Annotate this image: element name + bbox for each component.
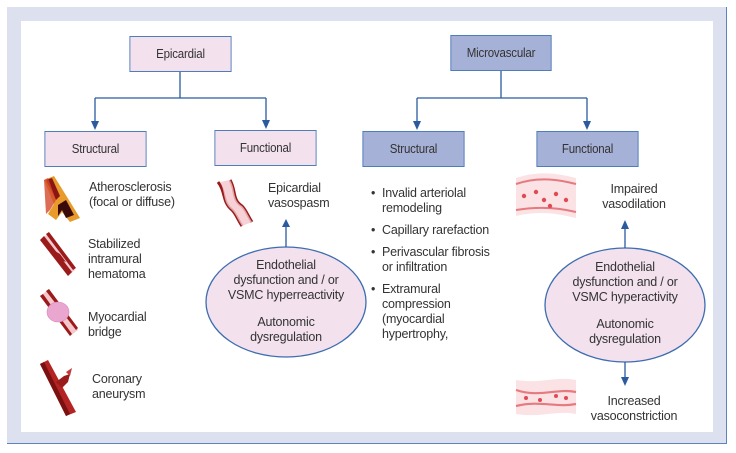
arrow-down-icon bbox=[262, 120, 270, 129]
mechanism-line: dysfunction and / or bbox=[233, 273, 339, 287]
coronary-aneurysm-label: Coronary aneurysm bbox=[92, 372, 145, 402]
mechanism-line: Autonomic bbox=[596, 317, 654, 331]
label-line: vasospasm bbox=[268, 196, 330, 210]
myocardial-bridge-vessel-icon bbox=[40, 289, 78, 336]
epicardial-functional-box: Functional bbox=[214, 130, 317, 166]
arrow-down-icon bbox=[413, 121, 421, 130]
microvascular-connector bbox=[413, 70, 591, 130]
label-line: (focal or diffuse) bbox=[89, 195, 175, 209]
mechanism-line: Endothelial bbox=[256, 258, 316, 272]
epicardial-vasospasm-label: Epicardial vasospasm bbox=[268, 181, 330, 211]
atherosclerosis-vessel-icon bbox=[44, 176, 80, 222]
mechanism-line: dysregulation bbox=[589, 332, 661, 346]
microvascular-structural-title: Structural bbox=[389, 142, 438, 156]
hematoma-label: Stabilized intramural hematoma bbox=[88, 237, 146, 282]
microvascular-structural-list: Invalid arteriolal remodeling Capillary … bbox=[371, 186, 521, 349]
mechanism-line: Endothelial bbox=[595, 260, 655, 274]
epicardial-title: Epicardial bbox=[156, 47, 205, 61]
arrow-down-icon bbox=[583, 121, 591, 130]
diagram-canvas bbox=[21, 21, 713, 432]
arrow-down-icon bbox=[621, 377, 629, 386]
microvascular-functional-box: Functional bbox=[536, 131, 639, 167]
label-line: Stabilized bbox=[88, 237, 141, 251]
label-line: vasoconstriction bbox=[590, 409, 678, 423]
atherosclerosis-label: Atherosclerosis (focal or diffuse) bbox=[89, 180, 175, 210]
arrow-up-icon bbox=[621, 220, 629, 229]
microvascular-title: Microvascular bbox=[466, 46, 536, 60]
vasodilation-vessel-icon bbox=[515, 173, 577, 218]
epicardial-structural-title: Structural bbox=[71, 142, 120, 156]
mechanism-line: dysfunction and / or bbox=[572, 275, 678, 289]
label-line: Myocardial bbox=[88, 310, 147, 324]
epicardial-functional-title: Functional bbox=[239, 141, 292, 155]
list-item: Perivascular fibrosis or infiltration bbox=[371, 245, 502, 275]
label-line: Epicardial bbox=[268, 181, 321, 195]
increased-vasoconstriction-label: Increased vasoconstriction bbox=[584, 394, 684, 424]
vasoconstriction-vessel-icon bbox=[515, 378, 577, 416]
label-line: Coronary bbox=[92, 372, 142, 386]
label-line: aneurysm bbox=[92, 387, 146, 401]
mechanism-line: Autonomic bbox=[257, 315, 315, 329]
list-item: Capillary rarefaction bbox=[371, 223, 521, 238]
label-line: vasodilation bbox=[602, 197, 666, 211]
label-line: hematoma bbox=[88, 267, 146, 281]
label-line: Increased bbox=[607, 394, 661, 408]
arrow-down-icon bbox=[91, 121, 99, 130]
list-item: Invalid arteriolal remodeling bbox=[371, 186, 482, 216]
aneurysm-vessel-icon bbox=[40, 360, 76, 416]
epicardial-box: Epicardial bbox=[129, 36, 232, 72]
mechanism-line: VSMC hyperactivity bbox=[572, 290, 678, 304]
microvascular-box: Microvascular bbox=[450, 35, 552, 71]
impaired-vasodilation-label: Impaired vasodilation bbox=[594, 182, 674, 212]
microvascular-structural-box: Structural bbox=[362, 131, 465, 167]
label-line: Impaired bbox=[610, 182, 658, 196]
microvascular-functional-title: Functional bbox=[561, 142, 614, 156]
microvascular-mechanism-text: Endothelial dysfunction and / or VSMC hy… bbox=[545, 260, 705, 347]
epicardial-connector bbox=[91, 71, 270, 130]
myocardial-bridge-label: Myocardial bridge bbox=[88, 310, 147, 340]
mechanism-line: VSMC hyperreactivity bbox=[227, 288, 345, 302]
list-item: Extramural compression (myocardial hyper… bbox=[371, 282, 512, 342]
label-line: bridge bbox=[88, 325, 122, 339]
mechanism-line: dysregulation bbox=[250, 330, 322, 344]
arrow-up-icon bbox=[282, 219, 290, 227]
vasospasm-vessel-icon bbox=[216, 179, 254, 227]
label-line: intramural bbox=[88, 252, 142, 266]
epicardial-structural-box: Structural bbox=[44, 131, 147, 167]
epicardial-mechanism-text: Endothelial dysfunction and / or VSMC hy… bbox=[206, 258, 366, 345]
hematoma-vessel-icon bbox=[40, 232, 76, 276]
label-line: Atherosclerosis bbox=[89, 180, 172, 194]
